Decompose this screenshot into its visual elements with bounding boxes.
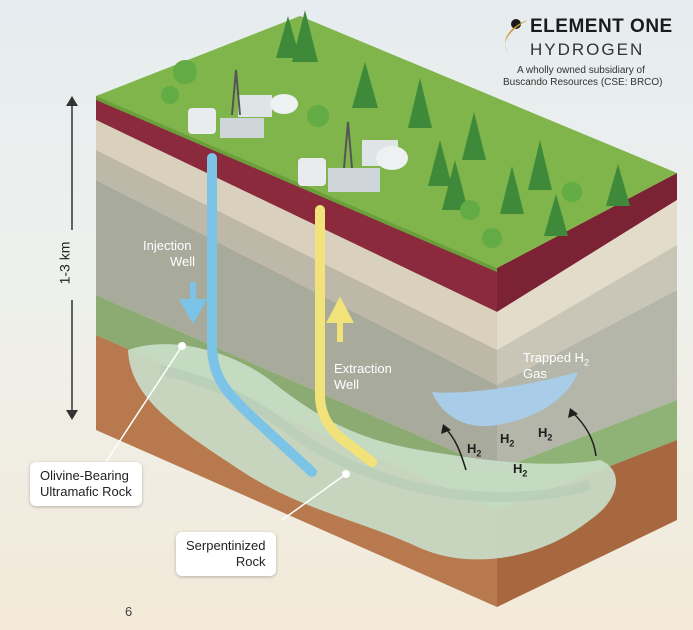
extraction-up-arrow: [326, 296, 354, 342]
facility-left: [188, 69, 298, 138]
logo-line1: ELEMENT ONE: [530, 16, 673, 37]
h2-text: H: [513, 461, 523, 476]
h2-text: H: [538, 425, 548, 440]
logo-tagline-1: A wholly owned subsidiary of: [517, 65, 645, 76]
sediment-side-layer-2: [497, 290, 677, 470]
olivine-callout-line1: Olivine-Bearing: [40, 468, 129, 483]
depth-scale-arrow-bottom: [66, 410, 78, 420]
logo-dot: [511, 19, 521, 29]
trees: [276, 10, 630, 236]
injection-well-label-2: Well: [170, 254, 196, 269]
h2-migration-arrowhead-left: [441, 424, 451, 434]
sediment-side-layer-1: [497, 245, 677, 385]
h2-label: H2: [467, 441, 481, 459]
h2-text: H: [467, 441, 477, 456]
page-number: 6: [125, 604, 133, 619]
olivine-pointer-line: [103, 345, 183, 466]
trapped-h2-label-1: Trapped H2: [523, 350, 589, 371]
extraction-well-pipe: [315, 205, 377, 467]
trapped-h2-text: Trapped H: [523, 350, 584, 365]
logo-line2: HYDROGEN: [530, 40, 645, 59]
trapped-h2-reservoir: [432, 372, 578, 427]
serpentinized-pointer-dot: [342, 470, 350, 478]
logo-swoosh: [505, 20, 528, 52]
serpentinized-callout-line1: Serpentinized: [186, 538, 266, 553]
sediment-front-layer-1: [96, 150, 497, 385]
serpentinized-callout-line2: Rock: [235, 554, 266, 569]
depth-scale-arrow-top: [66, 96, 78, 106]
extraction-well-label-1: Extraction: [334, 361, 392, 376]
sand-side-layer: [497, 200, 677, 350]
h2-migration-arrow-right: [571, 411, 597, 457]
h2-label: H2: [513, 461, 527, 479]
injection-well-pipe: [207, 153, 317, 477]
sediment-front-layer-2: [96, 180, 497, 470]
injection-well-label-1: Injection: [143, 238, 192, 253]
h2-sub: 2: [476, 448, 482, 459]
h2-sub: 2: [522, 468, 528, 479]
injection-down-arrow: [178, 282, 208, 325]
serpentinized-callout: Serpentinized Rock: [176, 532, 276, 576]
extraction-well-label-2: Well: [334, 377, 360, 392]
sand-front-layer: [96, 120, 497, 350]
grass-edge: [96, 96, 497, 272]
brown-side-layer: [497, 440, 677, 607]
olivine-callout: Olivine-Bearing Ultramafic Rock: [30, 462, 142, 506]
bushes: [161, 60, 582, 248]
trapped-h2-label-2: Gas: [523, 366, 547, 381]
olivine-callout-line2: Ultramafic Rock: [40, 484, 132, 499]
soil-side-layer: [497, 173, 677, 312]
h2-label: H2: [500, 431, 514, 449]
h2-label: H2: [538, 425, 552, 443]
depth-label: 1-3 km: [56, 241, 73, 285]
h2-sub: 2: [547, 432, 553, 443]
serpentinized-pointer-line: [281, 473, 347, 521]
olivine-pointer-dot: [178, 342, 186, 350]
trapped-h2-sub: 2: [583, 357, 589, 368]
soil-front-layer: [96, 96, 497, 312]
h2-sub: 2: [509, 438, 515, 449]
facility-right: [298, 121, 408, 192]
logo-tagline-2: Buscando Resources (CSE: BRCO): [503, 77, 663, 88]
h2-text: H: [500, 431, 510, 446]
h2-migration-arrowhead-right: [568, 408, 578, 418]
